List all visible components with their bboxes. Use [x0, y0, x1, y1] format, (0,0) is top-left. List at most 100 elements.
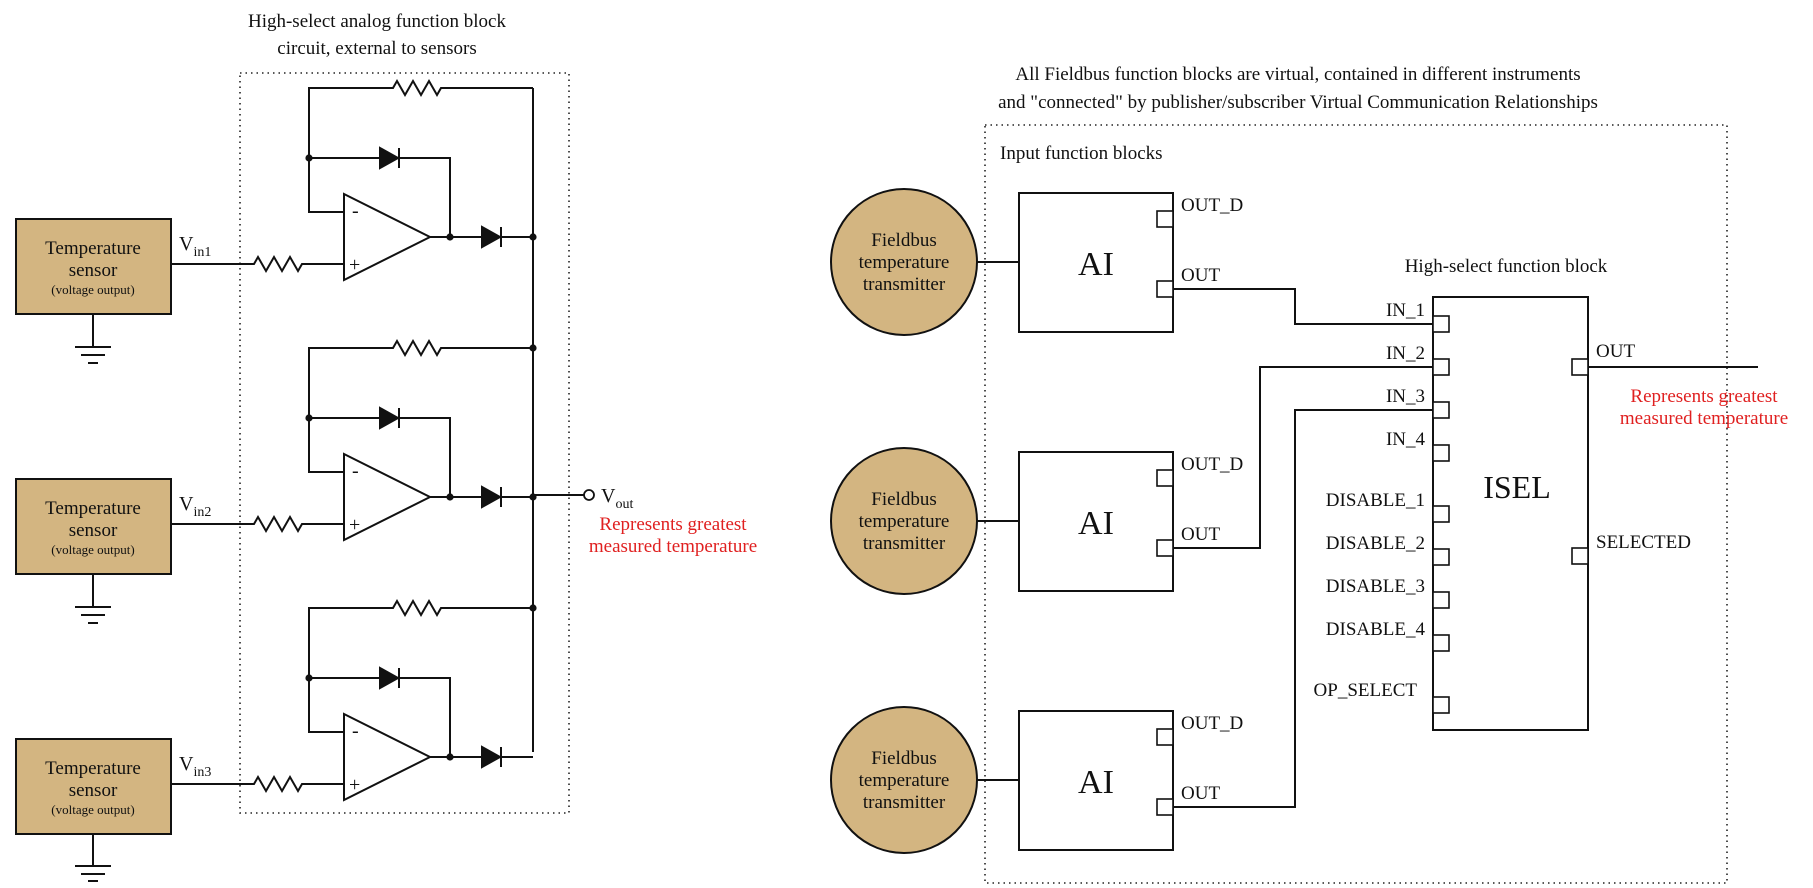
- feedback-diode-path-3: [309, 677, 451, 757]
- transmitter-group-3: Fieldbus temperature transmitter AI OUT_…: [830, 706, 1243, 854]
- transmitter-1-line1: Fieldbus: [871, 230, 936, 251]
- isel-out-label: OUT: [1596, 341, 1635, 362]
- left-note-line2: measured temperature: [589, 536, 757, 557]
- input-group-label: Input function blocks: [1000, 143, 1163, 164]
- vin-1-label: Vin1: [179, 233, 211, 260]
- isel-in-3-label: IN_3: [1386, 386, 1425, 407]
- vcr-wire-1: [1173, 288, 1433, 325]
- ai-block-3: [1018, 710, 1174, 851]
- isel-selected-label: SELECTED: [1596, 532, 1691, 553]
- isel-in-1-port: [1432, 315, 1450, 333]
- ai-1-out-label: OUT: [1181, 265, 1220, 286]
- stage-2: Temperature sensor (voltage output) Vin2…: [15, 338, 537, 624]
- output-diode-2: [481, 485, 503, 509]
- ai-3-out-port: [1156, 798, 1174, 816]
- ai-1-out-d-port: [1156, 210, 1174, 228]
- stage-3: Temperature sensor (voltage output) Vin3…: [15, 598, 537, 882]
- transmitter-3-line2: temperature: [859, 770, 950, 791]
- ai-2-out-d-port: [1156, 469, 1174, 487]
- sensor-3-line3: (voltage output): [51, 802, 134, 817]
- right-caption-line2: and "connected" by publisher/subscriber …: [998, 92, 1598, 113]
- sensor-1-line1: Temperature: [45, 238, 141, 259]
- transmitter-2-line1: Fieldbus: [871, 489, 936, 510]
- vin-2-label: Vin2: [179, 493, 211, 520]
- isel-disable-4-port: [1432, 634, 1450, 652]
- opamp-1-minus: -: [352, 200, 359, 222]
- isel-selected-port: [1571, 547, 1589, 565]
- isel-out-port: [1571, 358, 1589, 376]
- isel-in-2-label: IN_2: [1386, 343, 1425, 364]
- ai-1-out-d-label: OUT_D: [1181, 195, 1243, 216]
- ai-2-out-d-label: OUT_D: [1181, 454, 1243, 475]
- temperature-sensor-1: [15, 218, 172, 315]
- sensor-2-line3: (voltage output): [51, 542, 134, 557]
- opamp-3-plus: +: [349, 774, 360, 796]
- feedback-resistor-2: [308, 338, 533, 473]
- feedback-resistor-1: [308, 78, 533, 213]
- output-diode-1: [481, 225, 503, 249]
- right-fieldbus-diagram: All Fieldbus function blocks are virtual…: [830, 64, 1788, 884]
- isel-op-select-port: [1432, 696, 1450, 714]
- ai-block-1: [1018, 192, 1174, 333]
- isel-block-group: High-select function block ISEL IN_1 IN_…: [1314, 256, 1788, 731]
- sensor-3-line2: sensor: [69, 780, 118, 801]
- ai-2-out-label: OUT: [1181, 524, 1220, 545]
- feedback-diode-path-2: [309, 417, 451, 497]
- transmitter-group-1: Fieldbus temperature transmitter AI OUT_…: [830, 188, 1243, 336]
- left-caption-line2: circuit, external to sensors: [277, 38, 476, 59]
- transmitter-group-2: Fieldbus temperature transmitter AI OUT_…: [830, 447, 1243, 595]
- input-resistor-2: [171, 514, 344, 534]
- isel-disable-1-label: DISABLE_1: [1326, 490, 1425, 511]
- vout-label: Vout: [601, 485, 633, 512]
- opamp-2-plus: +: [349, 514, 360, 536]
- opamp-3-minus: -: [352, 720, 359, 742]
- transmitter-1-line2: temperature: [859, 252, 950, 273]
- sensor-2-line1: Temperature: [45, 498, 141, 519]
- temperature-sensor-3: [15, 738, 172, 835]
- opamp-3: [343, 712, 433, 802]
- sensor-1-line2: sensor: [69, 260, 118, 281]
- feedback-diode-2: [379, 406, 401, 430]
- feedback-resistor-3: [308, 598, 533, 733]
- ai-block-1-name: AI: [1078, 246, 1114, 283]
- isel-disable-3-port: [1432, 591, 1450, 609]
- transmitter-3-line3: transmitter: [863, 792, 946, 813]
- vcr-wire-2: [1173, 366, 1433, 549]
- left-caption-line1: High-select analog function block: [248, 11, 507, 32]
- transmitter-2-line3: transmitter: [863, 533, 946, 554]
- transmitter-3-line1: Fieldbus: [871, 748, 936, 769]
- sensor-1-line3: (voltage output): [51, 282, 134, 297]
- opamp-1-plus: +: [349, 254, 360, 276]
- isel-op-select-label: OP_SELECT: [1314, 680, 1418, 701]
- isel-disable-3-label: DISABLE_3: [1326, 576, 1425, 597]
- isel-name: ISEL: [1483, 469, 1551, 505]
- feedback-diode-1: [379, 146, 401, 170]
- ai-3-out-d-label: OUT_D: [1181, 713, 1243, 734]
- vcr-wire-3: [1173, 409, 1433, 808]
- isel-disable-2-label: DISABLE_2: [1326, 533, 1425, 554]
- left-note-line1: Represents greatest: [599, 514, 747, 535]
- ai-block-2-name: AI: [1078, 505, 1114, 542]
- transmitter-2-line2: temperature: [859, 511, 950, 532]
- ai-3-out-d-port: [1156, 728, 1174, 746]
- opamp-2-minus: -: [352, 460, 359, 482]
- opamp-2: [343, 452, 433, 542]
- isel-block: [1432, 296, 1589, 731]
- isel-in-1-label: IN_1: [1386, 300, 1425, 321]
- output-diode-3: [481, 745, 503, 769]
- opamp-1: [343, 192, 433, 282]
- sensor-2-line2: sensor: [69, 520, 118, 541]
- vin-3-label: Vin3: [179, 753, 211, 780]
- sensor-3-line1: Temperature: [45, 758, 141, 779]
- right-note-line1: Represents greatest: [1630, 386, 1778, 407]
- input-resistor-1: [171, 254, 344, 274]
- stage-1: Temperature sensor (voltage output) Vin1…: [15, 78, 537, 364]
- ai-block-3-name: AI: [1078, 764, 1114, 801]
- ai-block-2: [1018, 451, 1174, 592]
- ai-1-out-port: [1156, 280, 1174, 298]
- transmitter-1-line3: transmitter: [863, 274, 946, 295]
- feedback-diode-path-1: [309, 157, 451, 237]
- left-analog-circuit: High-select analog function block circui…: [15, 11, 757, 882]
- isel-in-4-port: [1432, 444, 1450, 462]
